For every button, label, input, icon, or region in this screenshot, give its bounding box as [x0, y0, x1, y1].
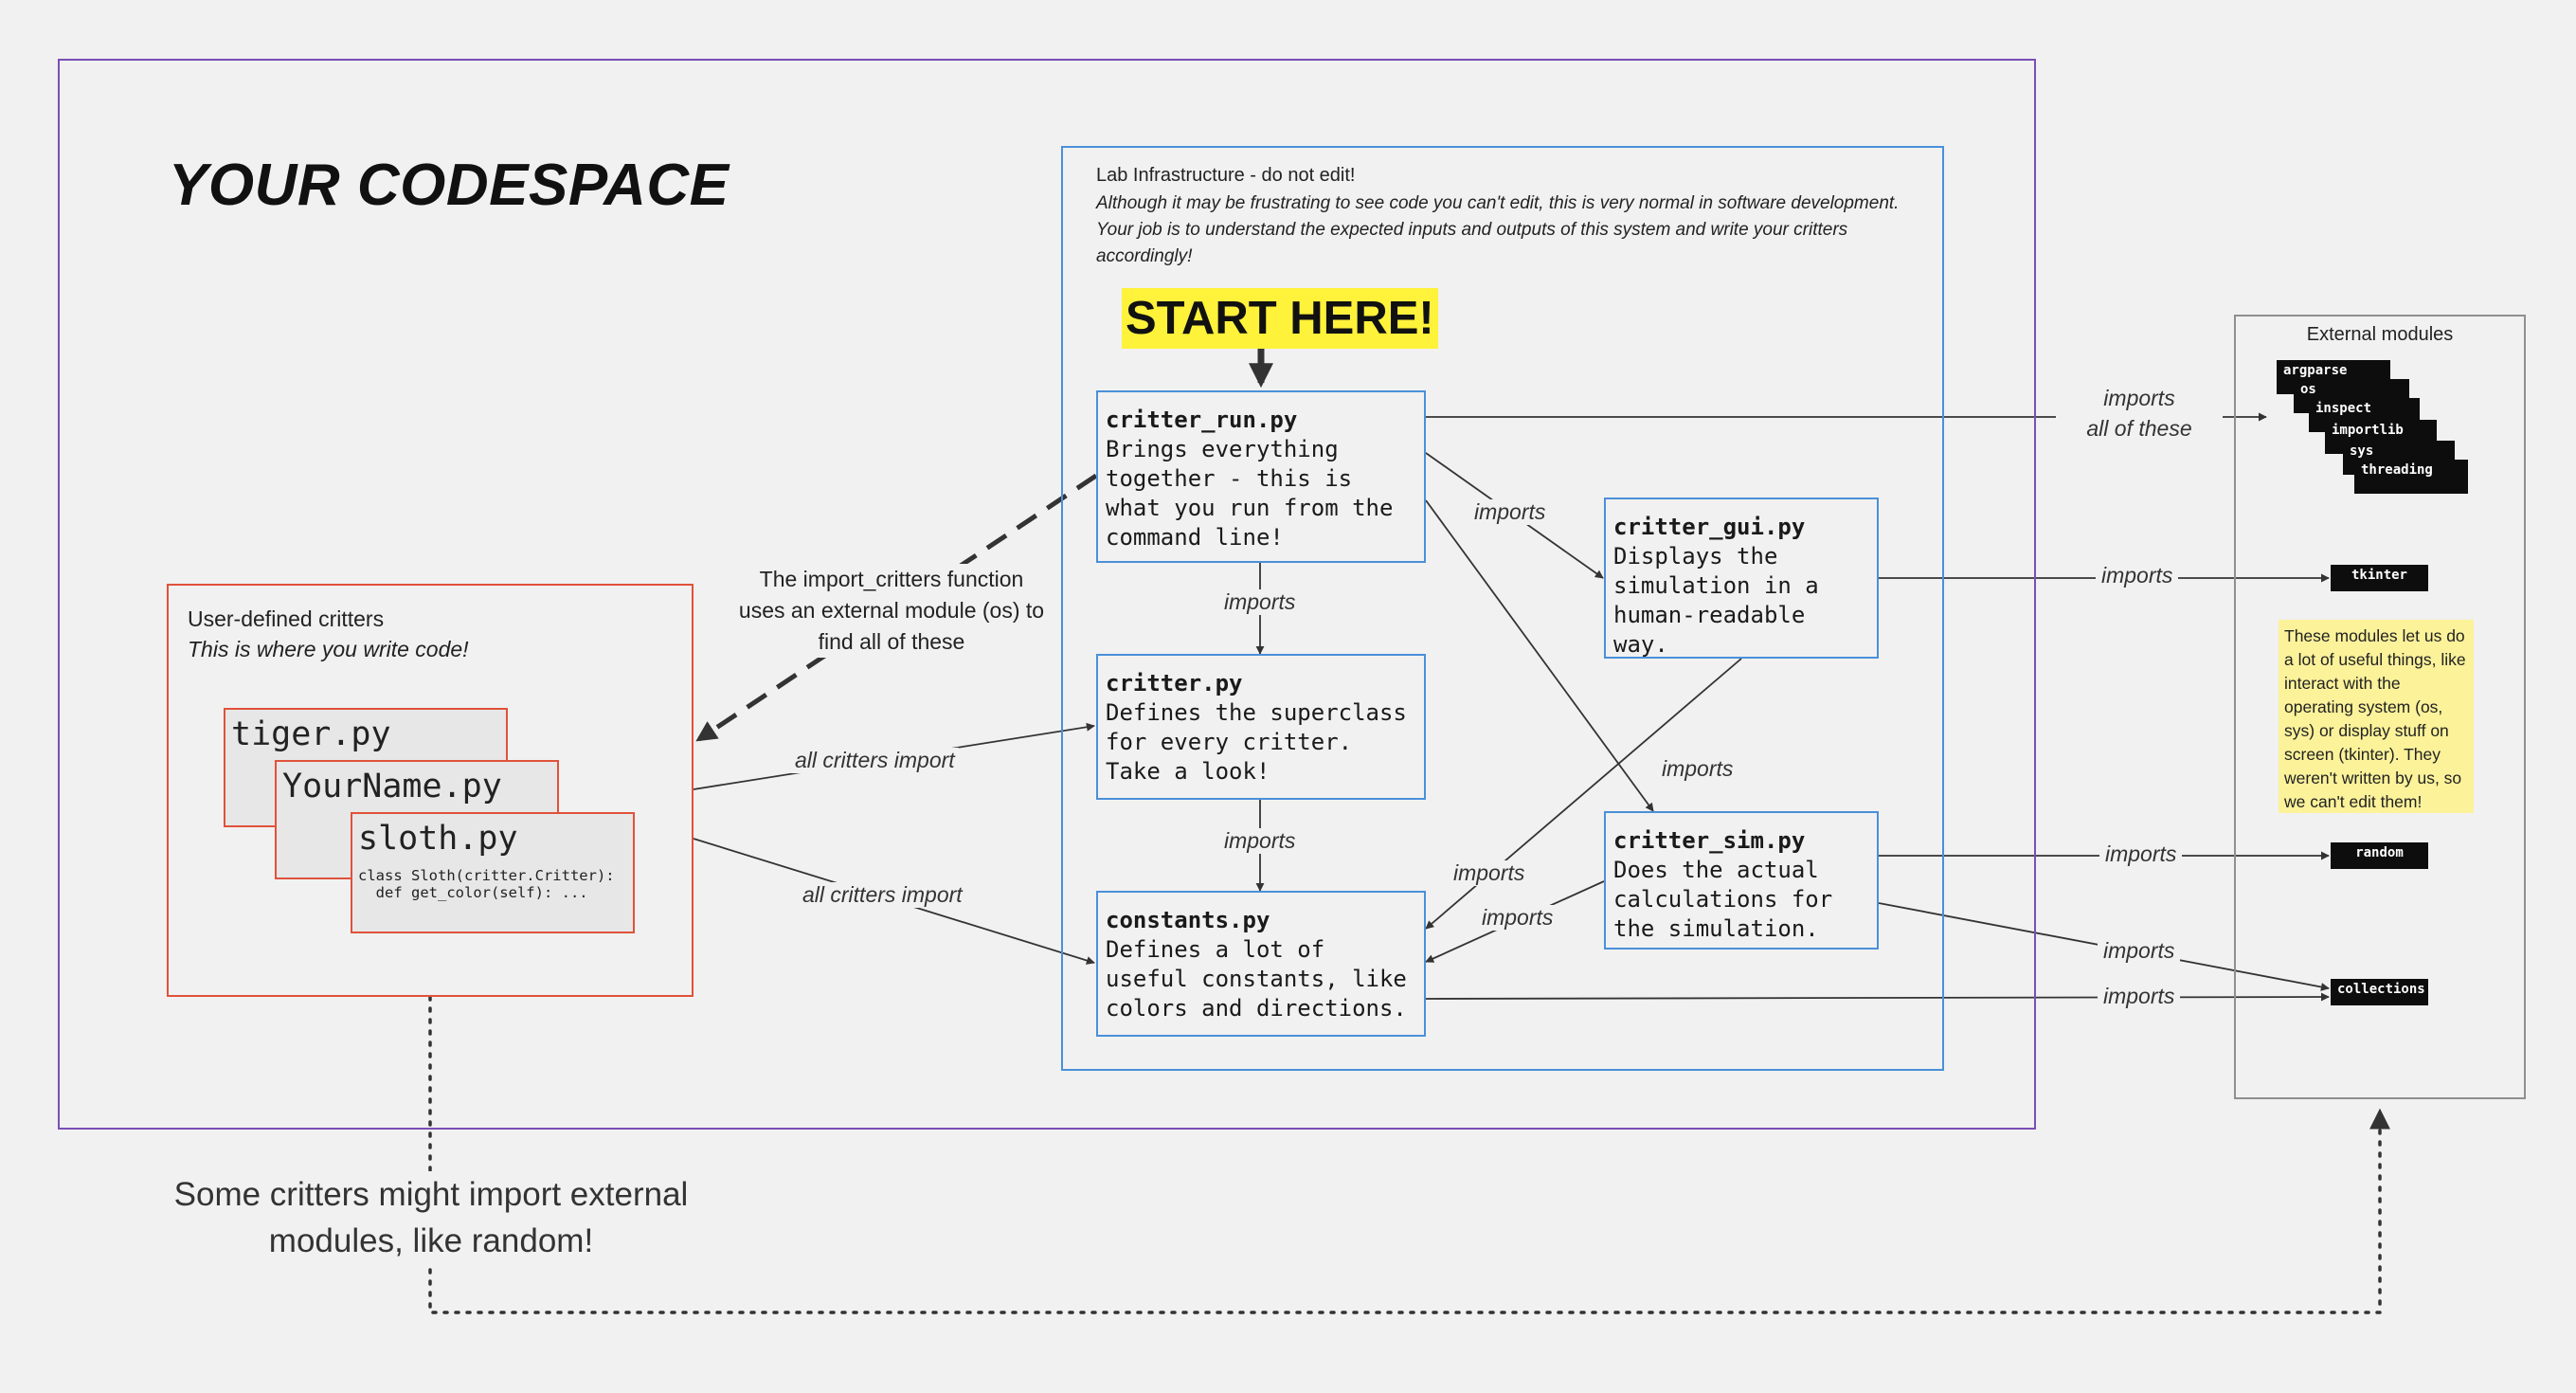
file-card-sloth: sloth.py class Sloth(critter.Critter): d…: [351, 812, 635, 933]
start-here-label: START HERE!: [1122, 288, 1438, 349]
bottom-dotted-arrow: [428, 995, 2390, 1314]
external-modules-title: External modules: [2306, 324, 2454, 345]
file-tiger-name: tiger.py: [231, 715, 391, 753]
critter-run-box: critter_run.py Brings everything togethe…: [1096, 390, 1426, 563]
label-imports-sim-random: imports: [2099, 841, 2183, 867]
label-imports-critter-constants: imports: [1222, 828, 1298, 854]
module-chip-threading: threading: [2354, 460, 2468, 494]
infra-frame: [1061, 146, 1944, 1071]
label-imports-run-sim: imports: [1660, 756, 1736, 782]
label-bottom-note: Some critters might import external modu…: [133, 1171, 730, 1264]
label-all-of-these: all of these: [2086, 416, 2192, 441]
label-imports-all-of-these: imports all of these: [2056, 383, 2223, 443]
external-sticky-note: These modules let us do a lot of useful …: [2279, 620, 2474, 813]
critter-gui-name: critter_gui.py: [1613, 514, 1806, 540]
critter-sim-box: critter_sim.py Does the actual calculati…: [1604, 811, 1879, 950]
user-critters-frame: [167, 584, 694, 997]
file-yourname-name: YourName.py: [282, 768, 502, 805]
codespace-frame: [58, 59, 2036, 1130]
infra-heading: Lab Infrastructure - do not edit!: [1096, 165, 1356, 186]
critter-box: critter.py Defines the superclass for ev…: [1096, 654, 1426, 800]
sloth-code-line-1: class Sloth(critter.Critter):: [358, 867, 615, 884]
critter-run-desc: Brings everything together - this is wha…: [1106, 436, 1394, 551]
critter-run-name: critter_run.py: [1106, 407, 1298, 433]
label-all-critters-import-2: all critters import: [799, 882, 966, 908]
arrow-run-to-sim: [1425, 499, 1654, 812]
label-imports-run-critter: imports: [1222, 589, 1298, 615]
module-chip-collections: collections: [2331, 979, 2428, 1005]
user-critters-subtitle: This is where you write code!: [188, 637, 469, 661]
label-imports-gui-constants: imports: [1451, 860, 1527, 886]
module-chip-random: random: [2331, 842, 2428, 869]
label-imports-stack: imports: [2103, 386, 2175, 410]
user-critters-title: User-defined critters: [188, 606, 385, 631]
critter-sim-desc: Does the actual calculations for the sim…: [1613, 857, 1833, 942]
label-imports-sim-collections: imports: [2098, 938, 2181, 964]
label-imports-gui-tkinter: imports: [2096, 563, 2179, 588]
sloth-code-line-2: def get_color(self): ...: [358, 884, 588, 901]
label-import-critters-function: The import_critters function uses an ext…: [735, 564, 1048, 658]
file-sloth-name: sloth.py: [358, 820, 518, 858]
label-all-critters-import-1: all critters import: [791, 748, 959, 773]
module-chip-tkinter: tkinter: [2331, 565, 2428, 591]
infra-note: Although it may be frustrating to see co…: [1096, 193, 1900, 266]
critter-name: critter.py: [1106, 670, 1243, 696]
critter-desc: Defines the superclass for every critter…: [1106, 699, 1407, 785]
critter-gui-box: critter_gui.py Displays the simulation i…: [1604, 498, 1879, 659]
critter-gui-desc: Displays the simulation in a human-reada…: [1613, 543, 1819, 658]
codespace-title: YOUR CODESPACE: [169, 153, 730, 218]
label-imports-sim-constants: imports: [1480, 905, 1556, 931]
label-imports-run-gui: imports: [1472, 499, 1548, 525]
constants-desc: Defines a lot of useful constants, like …: [1106, 936, 1407, 1022]
constants-name: constants.py: [1106, 907, 1270, 933]
constants-box: constants.py Defines a lot of useful con…: [1096, 891, 1426, 1037]
label-imports-constants-collections: imports: [2098, 984, 2181, 1009]
critter-sim-name: critter_sim.py: [1613, 827, 1806, 854]
external-modules-frame: [2234, 315, 2526, 1099]
